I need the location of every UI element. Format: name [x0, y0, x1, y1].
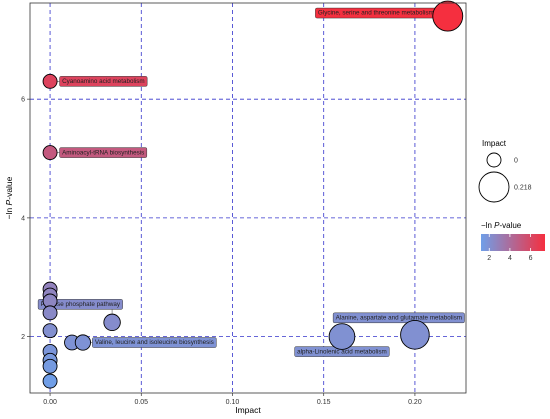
legend-size-circle-1 — [478, 171, 510, 203]
data-point-15 — [328, 323, 356, 350]
y-tick-label-1: 4 — [21, 215, 25, 222]
legend-impact-size: Impact 0 0.218 — [478, 139, 532, 203]
colorbar — [481, 234, 545, 251]
point-label-16: Alanine, aspartate and glutamate metabol… — [336, 314, 462, 321]
point-annotations: Glycine, serine and threonine metabolism… — [37, 7, 465, 357]
data-point-0 — [432, 0, 464, 32]
data-points — [42, 0, 464, 389]
data-point-2 — [42, 145, 58, 161]
legend-size-label-0: 0 — [514, 158, 518, 165]
colorbar-tick-label-1: 4 — [508, 255, 512, 262]
x-tick-label-0: 0.00 — [43, 399, 57, 406]
data-point-12 — [103, 313, 121, 332]
x-axis-title: Impact — [235, 405, 261, 415]
data-point-11 — [42, 373, 58, 389]
plot-panel — [30, 3, 466, 393]
colorbar-tick-label-0: 2 — [487, 255, 491, 262]
data-point-1 — [42, 73, 58, 89]
point-label-0: Glycine, serine and threonine metabolism — [318, 10, 434, 17]
point-label-15: alpha-Linolenic acid metabolism — [297, 348, 387, 355]
x-tick-label-2: 0.10 — [226, 399, 240, 406]
data-point-6 — [42, 305, 58, 321]
point-label-2: Aminoacyl-tRNA biosynthesis — [62, 149, 144, 156]
x-tick-label-4: 0.20 — [408, 399, 422, 406]
legend-color-title: −ln P-value — [481, 221, 522, 230]
legend-size-label-1: 0.218 — [514, 185, 532, 192]
colorbar-tick-label-2: 6 — [529, 255, 533, 262]
label-box-12 — [37, 299, 123, 310]
x-tick-label-1: 0.05 — [134, 399, 148, 406]
y-axis-ticks: 2 4 6 — [21, 97, 30, 341]
data-point-16 — [400, 320, 430, 350]
label-box-16 — [332, 312, 465, 324]
legend-size-title: Impact — [482, 139, 507, 148]
y-tick-label-0: 2 — [21, 334, 25, 341]
y-axis-title: −ln P-value — [4, 176, 14, 219]
plot-border — [29, 2, 467, 394]
point-label-1: Cyanoamino acid metabolism — [62, 78, 145, 85]
legend-p-value-color: −ln P-value 2 4 6 — [481, 221, 545, 262]
y-tick-label-2: 6 — [21, 97, 25, 104]
legend-size-circle-0 — [486, 152, 502, 168]
data-point-7 — [42, 323, 58, 339]
point-label-12: Pentose phosphate pathway — [41, 301, 121, 308]
point-label-14: Valine, leucine and isoleucine biosynthe… — [95, 339, 214, 346]
x-tick-label-3: 0.15 — [317, 399, 331, 406]
data-point-14 — [74, 334, 92, 351]
data-point-10 — [42, 358, 58, 374]
x-axis-ticks: 0.00 0.05 0.10 0.15 0.20 — [43, 393, 422, 406]
